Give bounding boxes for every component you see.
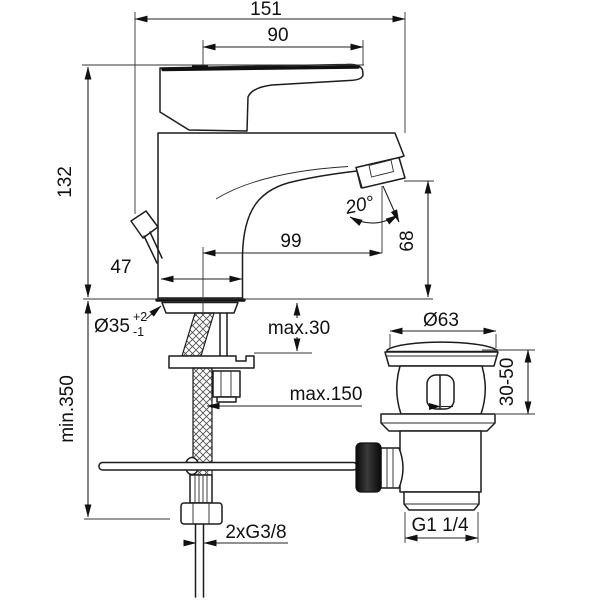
angle-ray xyxy=(382,185,400,223)
popup-rod xyxy=(98,461,358,471)
dim-outlet-height-label: 68 xyxy=(397,230,418,251)
dim-drain-thread-label: G1 1/4 xyxy=(411,515,468,536)
base-plate xyxy=(161,301,239,314)
rod-knob xyxy=(355,442,382,493)
drain-top-flange xyxy=(384,351,499,367)
dimension-annotations: 151 90 132 min.350 47 99 68 20° Ø35 +2 -… xyxy=(55,0,535,547)
faucet-body-spout xyxy=(157,132,405,299)
dim-supply-thread-label: 2xG3/8 xyxy=(225,522,286,543)
slot-arrow xyxy=(429,403,441,410)
clamp-nut-collar xyxy=(216,396,237,403)
drain-thread-tail xyxy=(403,491,480,511)
dim-drain-dia-label: Ø63 xyxy=(423,310,459,331)
dim-deck-max-label: max.30 xyxy=(268,318,330,339)
dim-height-label: 132 xyxy=(55,166,76,198)
aerator-inner-face xyxy=(368,159,395,178)
dim-lever-reach-label: 90 xyxy=(267,25,288,46)
dim-overall-length-label: 151 xyxy=(250,0,282,20)
hose-end-fitting xyxy=(189,474,213,504)
faucet-lever-handle xyxy=(159,63,364,132)
clamp-nut xyxy=(212,370,241,398)
lever-index-mark xyxy=(192,65,208,70)
dim-mounting-hole-tol-minus: -1 xyxy=(133,325,144,339)
faucet-side-view xyxy=(130,63,406,314)
drain-dome-cap xyxy=(386,341,498,353)
dim-hose-clearance-label: max.150 xyxy=(290,384,363,405)
g38-hex-nut xyxy=(180,502,223,525)
side-lever-stem-b xyxy=(149,231,163,259)
mounting-washer xyxy=(168,355,255,369)
drain-assembly-view xyxy=(355,341,499,511)
spout-inner-curve xyxy=(215,166,349,200)
connector-barrel xyxy=(380,447,404,489)
side-lever-stem-a xyxy=(143,235,158,264)
drain-lower-body xyxy=(399,430,482,493)
dim-mounting-hole-tol-plus: +2 xyxy=(133,310,147,324)
dim-mounting-hole-label: Ø35 xyxy=(94,316,130,337)
braided-hose-upper xyxy=(181,312,215,357)
aerator-outlet xyxy=(355,156,406,189)
side-lever-knob xyxy=(130,210,159,239)
dim-spout-reach-label: 99 xyxy=(280,231,301,252)
supply-hose-assembly xyxy=(98,312,358,598)
drain-lower-flange xyxy=(380,413,496,432)
leader-mounting-hole xyxy=(145,305,162,320)
dim-drain-deck-label: 30-50 xyxy=(497,358,518,407)
dim-outlet-angle-label: 20° xyxy=(343,192,377,219)
dim-base-depth-label: 47 xyxy=(110,257,131,278)
dim-hose-min-label: min.350 xyxy=(57,375,78,443)
angle-arc xyxy=(349,214,399,226)
